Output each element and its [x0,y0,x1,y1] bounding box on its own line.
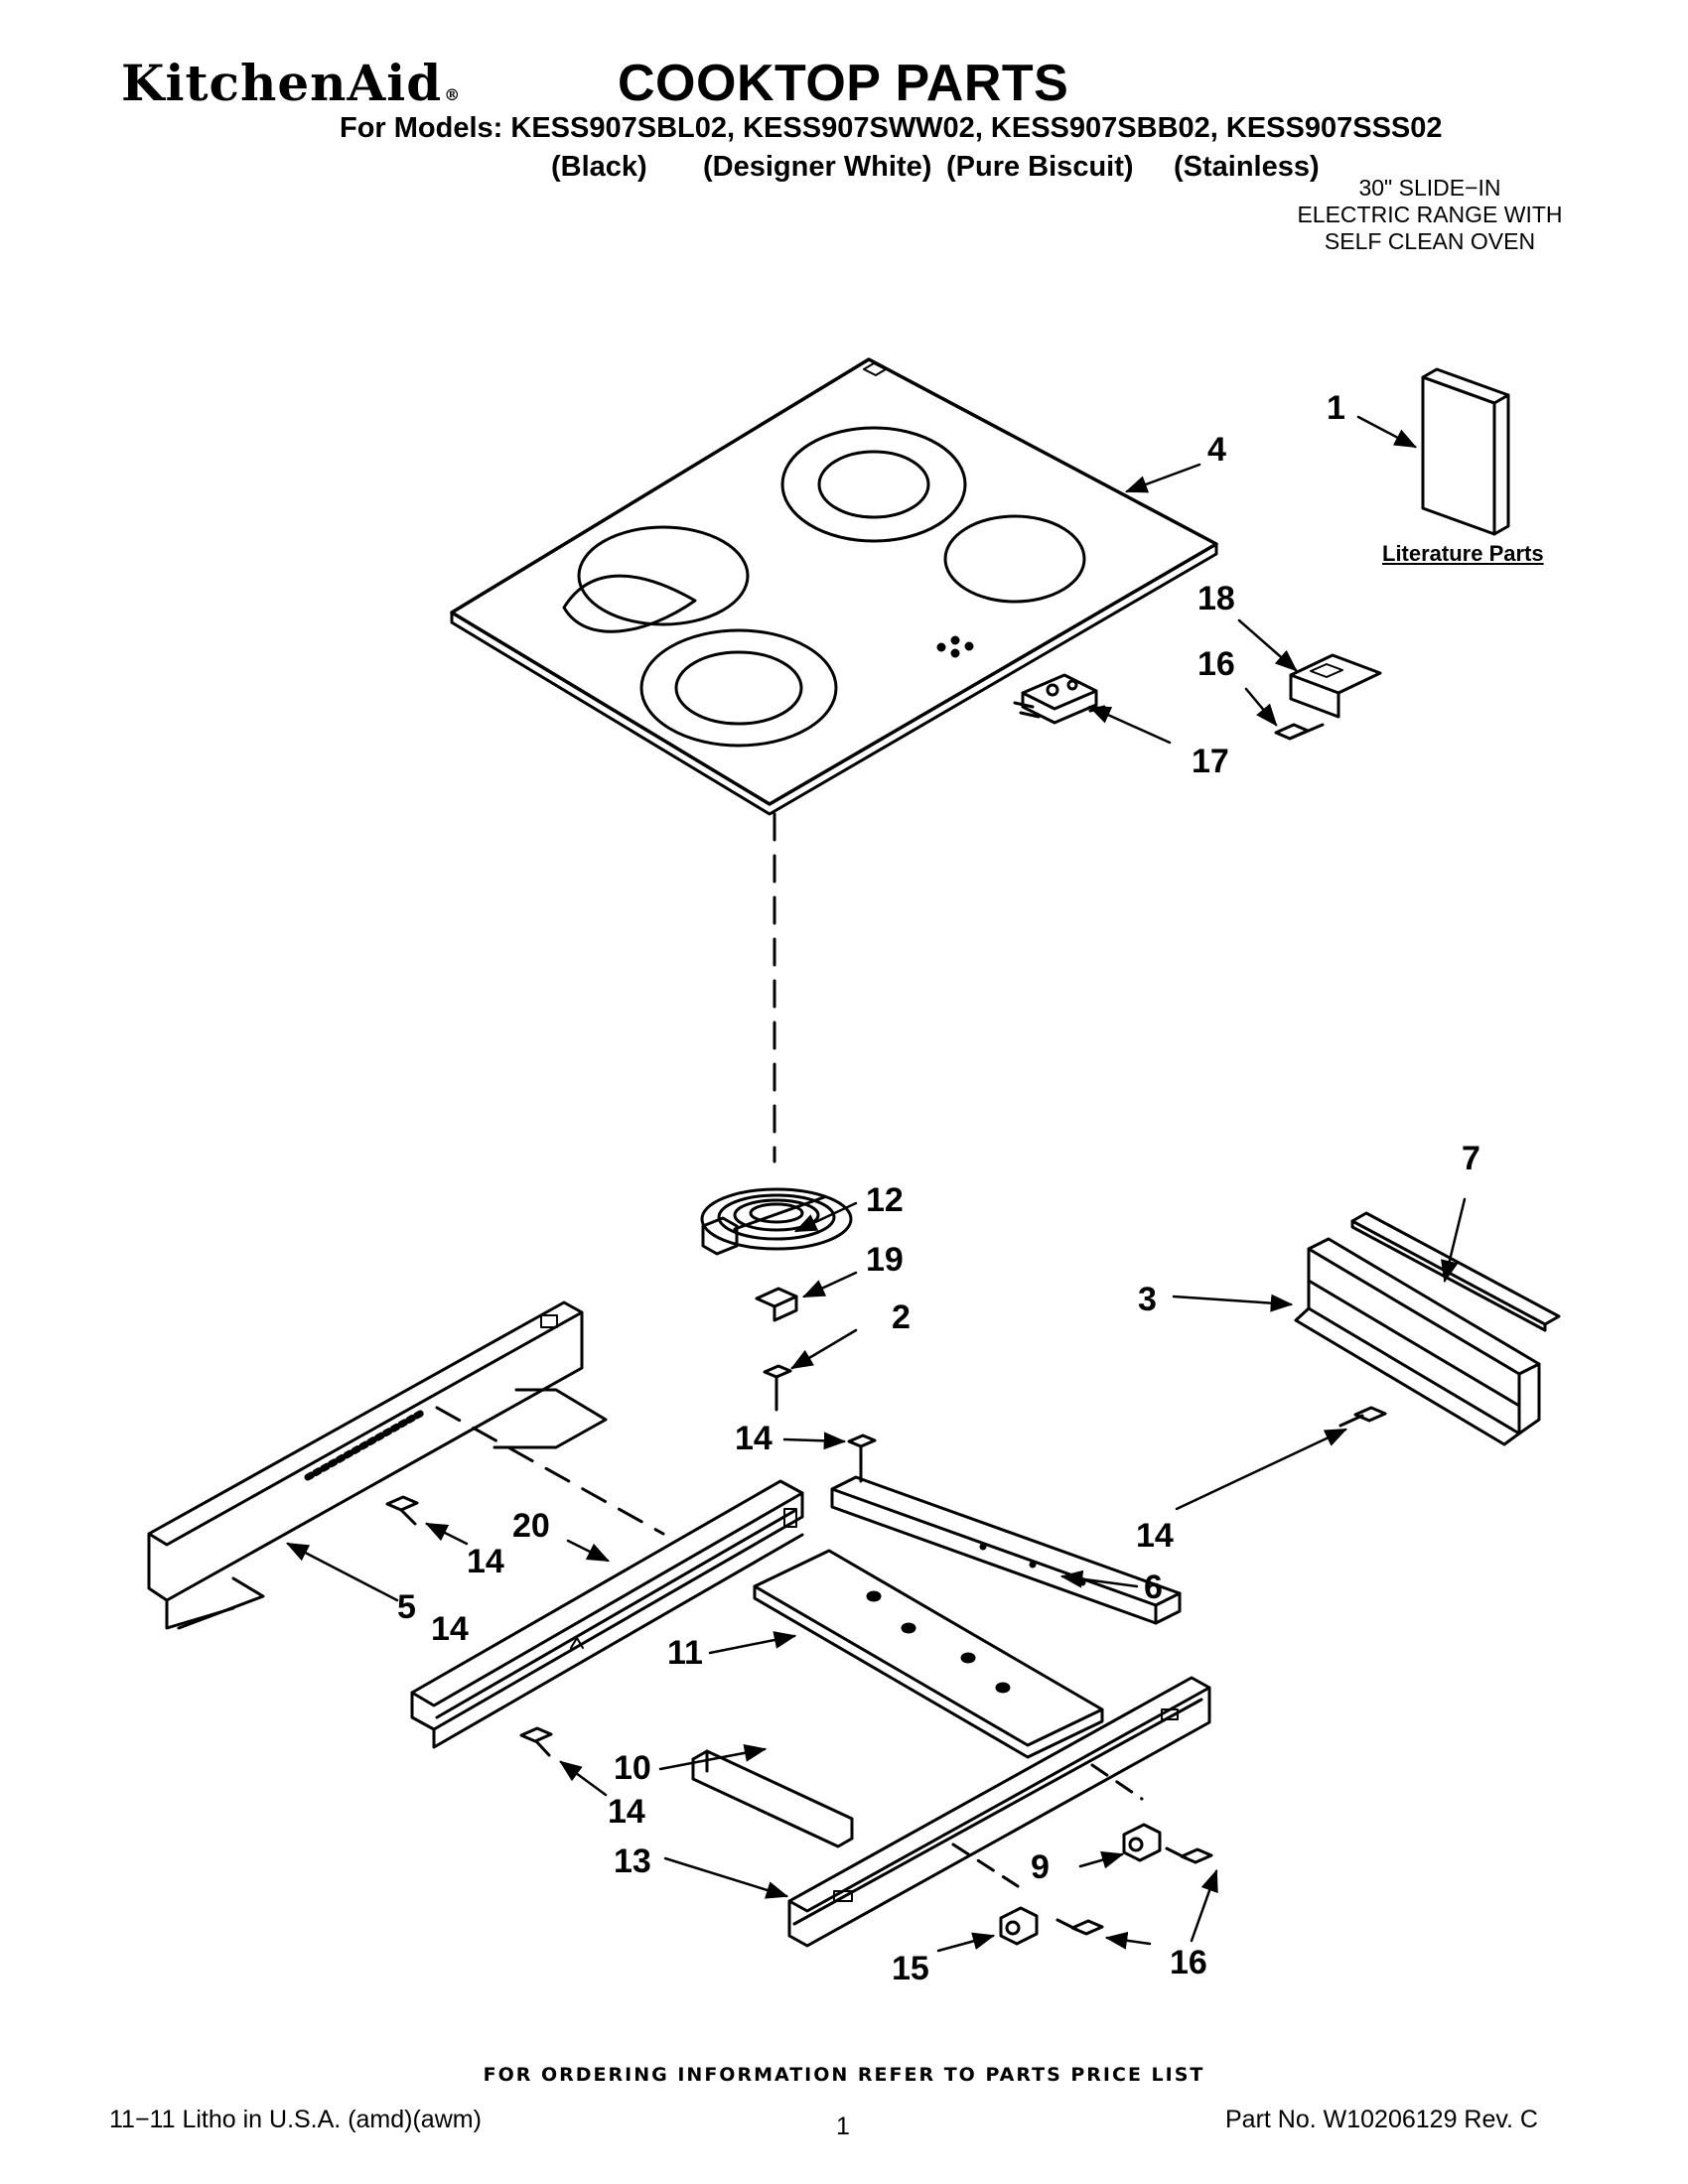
literature-parts-label: Literature Parts [1382,541,1544,566]
element-clip [755,1287,798,1322]
screw [519,1726,553,1757]
description-line: ELECTRIC RANGE WITH [1297,202,1563,227]
callout-4: 4 [1207,431,1226,469]
brand-name: KitchenAid [121,54,443,112]
color-pure-biscuit: (Pure Biscuit) [946,151,1134,183]
callout-7: 7 [1462,1140,1480,1177]
callout-1: 1 [1327,389,1345,427]
front-rail [410,1479,804,1749]
callout-6: 6 [1144,1569,1163,1606]
terminal-block [1013,673,1106,725]
rear-support [1294,1237,1541,1446]
screw [1165,1846,1213,1864]
callout-19: 19 [866,1241,904,1279]
callout-10: 10 [614,1749,651,1787]
brand-logo: KitchenAid® [121,54,461,112]
callout-14: 14 [735,1420,773,1457]
registered-mark: ® [444,85,462,104]
description-line: SELF CLEAN OVEN [1324,228,1536,254]
callout-14: 14 [467,1543,504,1580]
callout-17: 17 [1192,743,1229,780]
callout-3: 3 [1138,1281,1157,1318]
support-bracket [691,1749,854,1848]
front-frame [787,1676,1211,1948]
ordering-note: FOR ORDERING INFORMATION REFER TO PARTS … [483,2064,1205,2086]
center-support [830,1475,1182,1625]
heat-shield [753,1549,1104,1759]
screw [385,1495,419,1526]
part-number: Part No. W10206129 Rev. C [1225,2106,1538,2133]
leader-arrows [286,415,1467,1953]
callout-20: 20 [512,1507,550,1545]
callout-13: 13 [614,1843,651,1880]
callout-14: 14 [608,1793,645,1831]
cooktop-glass [450,357,1218,816]
callout-16: 16 [1197,645,1235,683]
side-rail-left [147,1300,608,1630]
bracket [1289,653,1382,719]
models-line: For Models: KESS907SBL02, KESS907SWW02, … [340,112,1443,144]
surface-element [700,1187,853,1256]
literature-booklet [1421,367,1510,536]
mounting-bracket [999,1906,1039,1946]
color-designer-white: (Designer White) [703,151,932,183]
callout-15: 15 [892,1950,929,1987]
range-description: 30" SLIDE−IN ELECTRIC RANGE WITH SELF CL… [1261,175,1599,255]
color-black: (Black) [551,151,647,183]
callout-2: 2 [892,1298,911,1336]
callout-14: 14 [1136,1517,1174,1555]
callout-14: 14 [431,1610,469,1648]
callout-16: 16 [1170,1944,1207,1981]
page-title: COOKTOP PARTS [618,55,1069,112]
screw [763,1364,792,1412]
mounting-bracket [1122,1823,1162,1862]
color-stainless: (Stainless) [1174,151,1320,183]
callout-18: 18 [1197,580,1235,617]
screw [1338,1406,1387,1428]
callout-5: 5 [397,1588,416,1626]
screw [1055,1918,1104,1936]
callout-9: 9 [1031,1848,1050,1886]
screw [1274,723,1325,741]
page-number: 1 [836,2113,850,2140]
callout-11: 11 [667,1634,703,1672]
litho-info: 11−11 Litho in U.S.A. (amd)(awm) [109,2106,482,2133]
screw [847,1433,877,1483]
callout-12: 12 [866,1181,904,1219]
description-line: 30" SLIDE−IN [1358,175,1501,201]
